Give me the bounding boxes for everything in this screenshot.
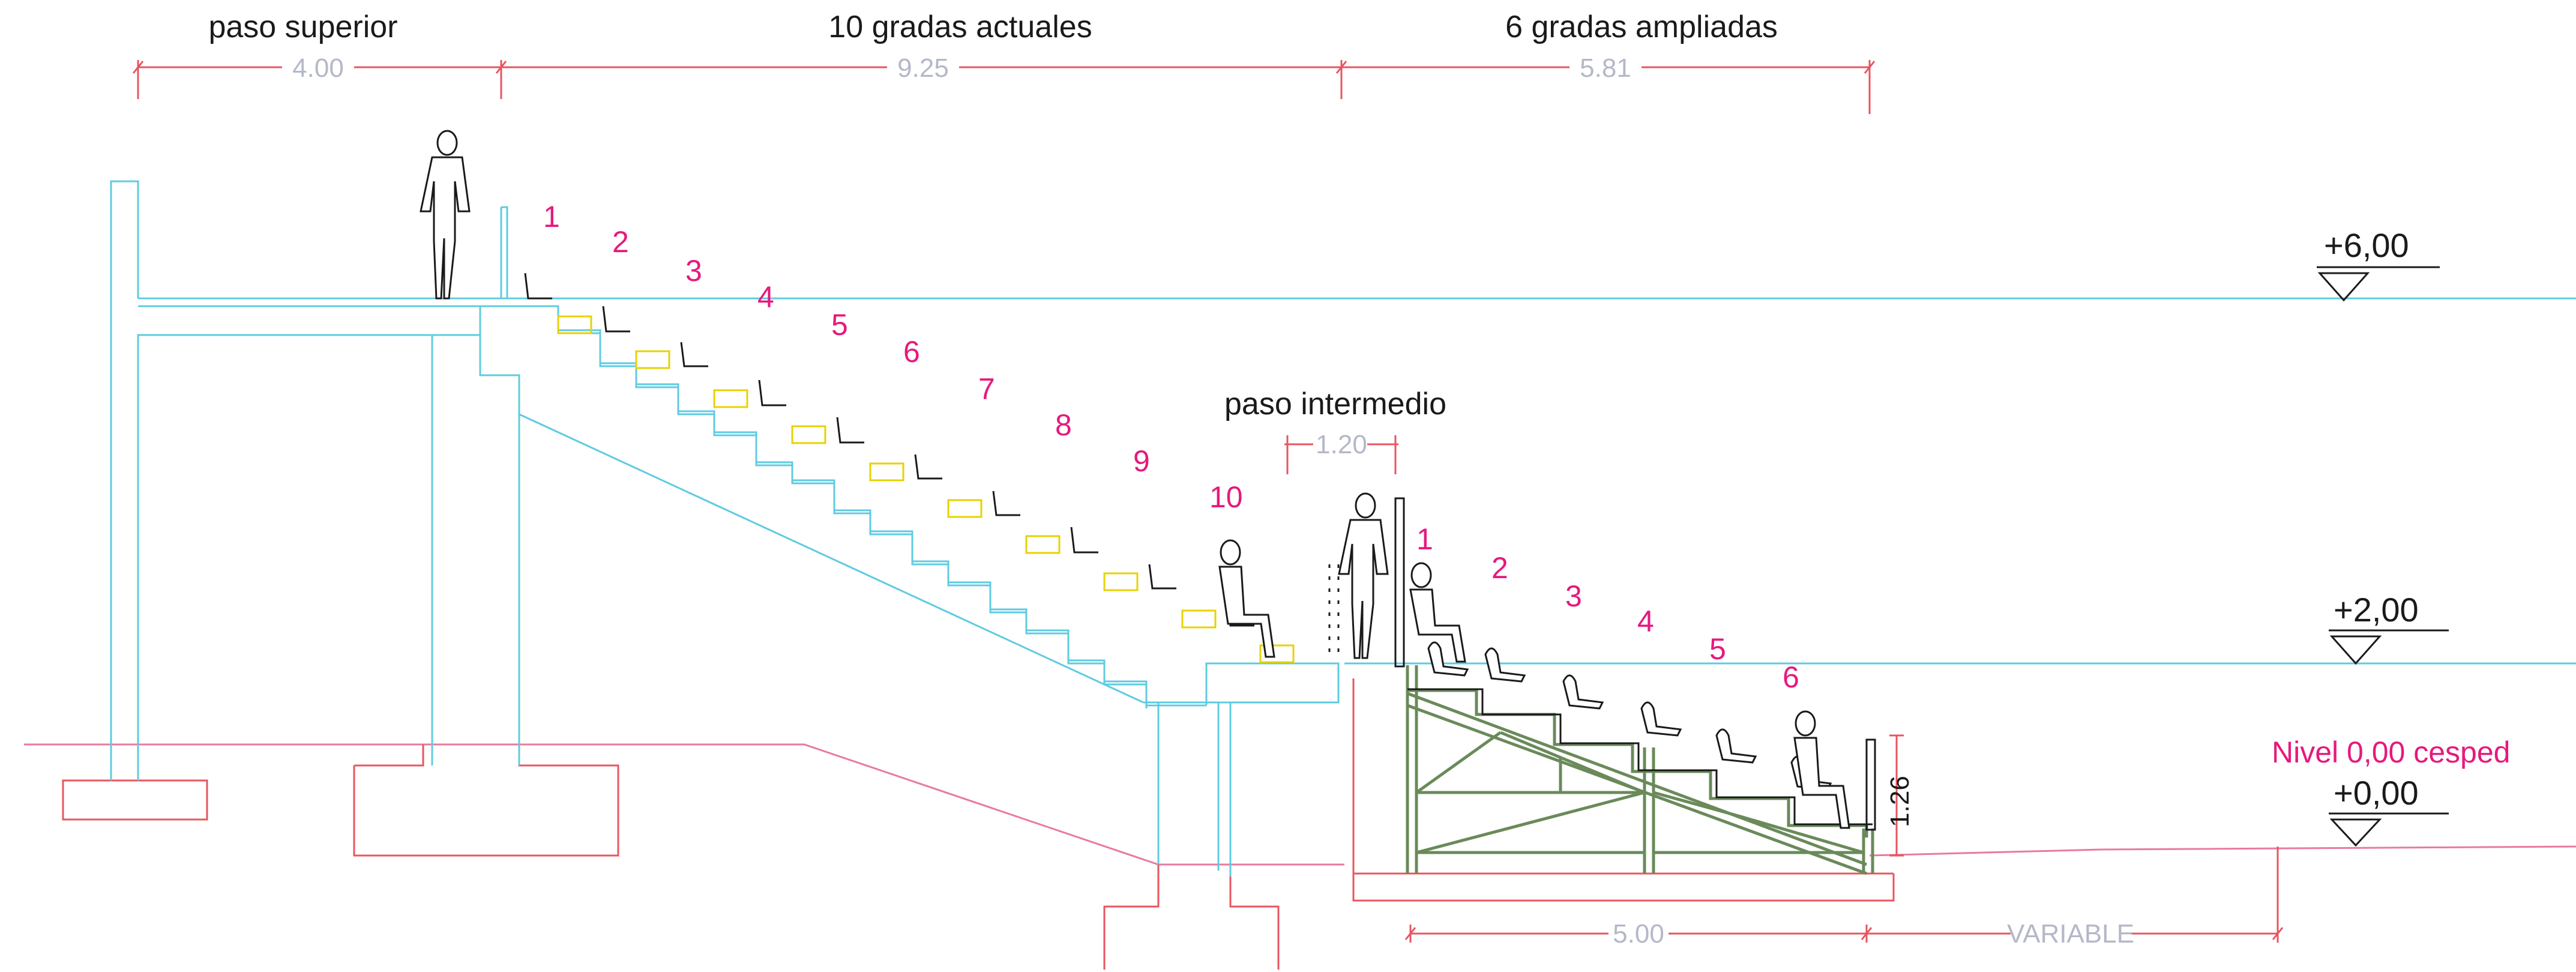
standing-person-upper: [420, 130, 471, 300]
dimension-gradas-ampliadas: 5.81: [1580, 53, 1631, 83]
height-dimension-line: [1889, 734, 1904, 857]
dimension-variable: VARIABLE: [2007, 919, 2134, 949]
seat-backs: [524, 273, 1254, 627]
level-label-bottom: +0,00: [2334, 774, 2419, 812]
level-marker-bottom: [2329, 812, 2449, 847]
lower-row-number: 3: [1565, 579, 1582, 613]
upper-row-number: 10: [1209, 480, 1243, 514]
upper-row-number: 3: [685, 254, 702, 288]
upper-row-number: 6: [903, 335, 920, 369]
upper-row-number: 9: [1133, 444, 1150, 478]
upper-row-number: 8: [1055, 408, 1072, 442]
section-title-paso-intermedio: paso intermedio: [1224, 387, 1446, 421]
upper-row-numbers: 1 2 3 4 5 6 7 8 9 10: [543, 200, 1243, 514]
end-railing: [1865, 738, 1876, 831]
intermediate-railing: [1328, 497, 1405, 668]
upper-row-number: 2: [612, 225, 629, 259]
ground-line: [24, 743, 2576, 866]
level-marker-top: [2317, 266, 2440, 302]
existing-stand-structure: [110, 180, 1340, 877]
grass-level-label: Nivel 0,00 cesped: [2272, 735, 2510, 769]
level-label-middle: +2,00: [2334, 591, 2419, 629]
dimension-line-paso-intermedio: [1284, 432, 1398, 474]
top-dimension-line: [132, 55, 1876, 114]
dimension-paso-intermedio: 1.20: [1316, 430, 1367, 459]
level-marker-middle: [2329, 629, 2449, 665]
upper-row-number: 7: [978, 372, 995, 406]
lower-row-number: 6: [1783, 660, 1799, 694]
lower-row-number: 5: [1709, 632, 1726, 666]
dimension-paso-superior: 4.00: [292, 53, 344, 83]
dimension-base: 5.00: [1613, 919, 1664, 949]
lower-row-number: 4: [1637, 605, 1654, 638]
section-title-gradas-actuales: 10 gradas actuales: [828, 10, 1092, 44]
upper-row-number: 4: [757, 280, 774, 314]
seated-person-lower-front: [1409, 562, 1466, 663]
lower-row-numbers: 1 2 3 4 5 6: [1416, 522, 1799, 694]
lower-row-number: 1: [1416, 522, 1433, 556]
level-label-top: +6,00: [2324, 226, 2409, 264]
new-stand-structure: [1406, 641, 1874, 875]
seat-edges: [557, 315, 1295, 663]
seated-person-lower-back: [1793, 710, 1850, 829]
section-title-paso-superior: paso superior: [208, 10, 397, 44]
dimension-gradas-actuales: 9.25: [897, 53, 949, 83]
seated-person-upper: [1218, 539, 1275, 658]
dimension-height: 1.26: [1885, 776, 1915, 827]
section-title-gradas-ampliadas: 6 gradas ampliadas: [1505, 10, 1778, 44]
lower-row-number: 2: [1491, 551, 1508, 585]
standing-person-intermediate: [1338, 492, 1389, 659]
upper-row-number: 5: [831, 308, 848, 342]
upper-row-number: 1: [543, 200, 560, 234]
bottom-dimension-line: [1404, 847, 2284, 946]
